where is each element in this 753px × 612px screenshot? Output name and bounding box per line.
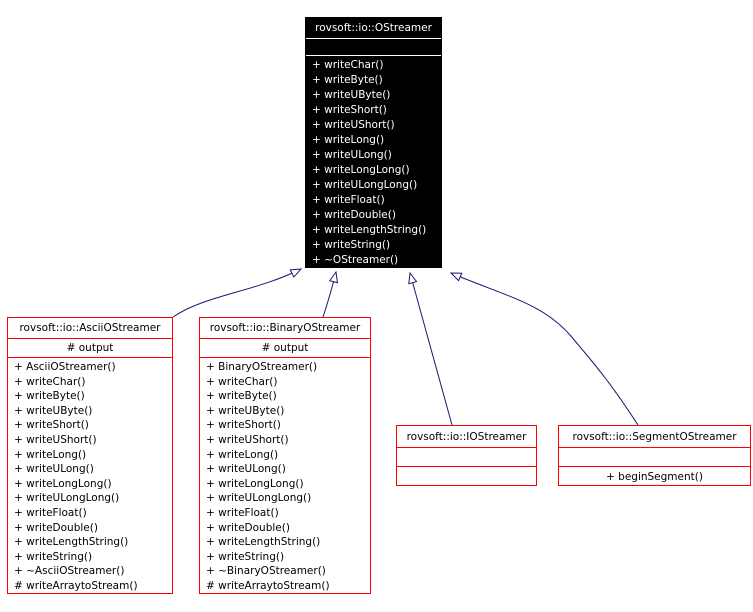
methods-section: + beginSegment() [559, 467, 750, 485]
class-box-segment-ostreamer[interactable]: rovsoft::io::SegmentOStreamer + beginSeg… [558, 425, 751, 486]
inheritance-edge-binary [322, 272, 336, 318]
member-item: + writeShort() [14, 419, 89, 432]
member-item: + writeLongLong() [14, 477, 112, 490]
member-item: + writeLongLong() [312, 164, 410, 176]
member-item: + writeDouble() [312, 209, 396, 221]
member-item: + BinaryOStreamer() [206, 361, 318, 373]
member-item: + writeUShort() [312, 119, 395, 131]
methods-section [397, 467, 536, 485]
member-item: + writeLengthString() [206, 536, 321, 549]
member-item: # output [261, 341, 309, 354]
member-item: # output [66, 341, 114, 354]
attributes-section [559, 448, 750, 467]
member-item: + writeULong() [312, 149, 392, 161]
member-item: + writeString() [206, 550, 285, 563]
member-item: + writeFloat() [206, 506, 279, 519]
inheritance-edge-segment [451, 273, 639, 426]
class-title: rovsoft::io::BinaryOStreamer [200, 318, 370, 339]
member-item: + writeDouble() [206, 521, 290, 534]
member-item: + writeULong() [14, 463, 94, 476]
member-item: + writeULongLong() [14, 492, 120, 505]
member-item: + ~BinaryOStreamer() [206, 565, 326, 578]
member-item: + writeLengthString() [312, 224, 427, 236]
methods-section: + writeChar() + writeByte() + writeUByte()… [306, 56, 441, 267]
class-box-binary-ostreamer[interactable]: rovsoft::io::BinaryOStreamer # output + … [199, 317, 371, 594]
member-item: + AsciiOStreamer() [14, 361, 116, 373]
member-item: + writeULong() [206, 463, 286, 476]
member-item: + writeByte() [312, 74, 383, 86]
inheritance-edge-iostreamer [410, 273, 453, 426]
attributes-section: # output [200, 339, 370, 358]
methods-section: + BinaryOStreamer() + writeChar() + writeB… [200, 358, 370, 593]
member-item: + writeUByte() [206, 404, 285, 417]
class-box-iostreamer[interactable]: rovsoft::io::IOStreamer [396, 425, 537, 486]
member-item: + writeShort() [312, 104, 387, 116]
class-title: rovsoft::io::AsciiOStreamer [8, 318, 172, 339]
member-item: # writeArraytoStream() [206, 579, 330, 592]
member-item: + writeULongLong() [312, 179, 418, 191]
class-box-ascii-ostreamer[interactable]: rovsoft::io::AsciiOStreamer # output + A… [7, 317, 173, 594]
member-item: + writeByte() [206, 390, 277, 403]
member-item: + writeDouble() [14, 521, 98, 534]
inheritance-edge-ascii [172, 269, 301, 318]
member-item: + writeUByte() [312, 89, 391, 101]
member-item: + writeUByte() [14, 404, 93, 417]
attributes-section [306, 39, 441, 56]
attributes-section: # output [8, 339, 172, 358]
member-item: + ~OStreamer() [312, 254, 399, 266]
member-item: + writeLong() [14, 448, 87, 461]
class-box-ostreamer: rovsoft::io::OStreamer + writeChar()+ wr… [305, 17, 442, 268]
member-item: + writeULongLong() [206, 492, 312, 505]
member-item: + writeUShort() [206, 433, 289, 446]
member-item: + writeLong() [206, 448, 279, 461]
member-item: + writeChar() [206, 375, 278, 388]
member-item: + writeByte() [14, 390, 85, 403]
member-item: + writeFloat() [312, 194, 385, 206]
member-item: + writeLengthString() [14, 536, 129, 549]
member-item: + ~AsciiOStreamer() [14, 565, 125, 578]
member-item: + writeString() [14, 550, 93, 563]
member-item: # writeArraytoStream() [14, 579, 138, 592]
class-title: rovsoft::io::OStreamer [306, 18, 441, 39]
attributes-section [397, 448, 536, 467]
class-title: rovsoft::io::IOStreamer [397, 426, 536, 448]
class-title: rovsoft::io::SegmentOStreamer [559, 426, 750, 448]
member-item: + writeChar() [14, 375, 86, 388]
member-item: + writeUShort() [14, 433, 97, 446]
member-item: + writeString() [312, 239, 391, 251]
member-item: + writeShort() [206, 419, 281, 432]
member-item: + beginSegment() [606, 470, 703, 483]
member-item: + writeLong() [312, 134, 385, 146]
member-item: + writeLongLong() [206, 477, 304, 490]
methods-section: + AsciiOStreamer() + writeChar() + writeBy… [8, 358, 172, 593]
member-item: + writeChar() [312, 59, 384, 71]
member-item: + writeFloat() [14, 506, 87, 519]
